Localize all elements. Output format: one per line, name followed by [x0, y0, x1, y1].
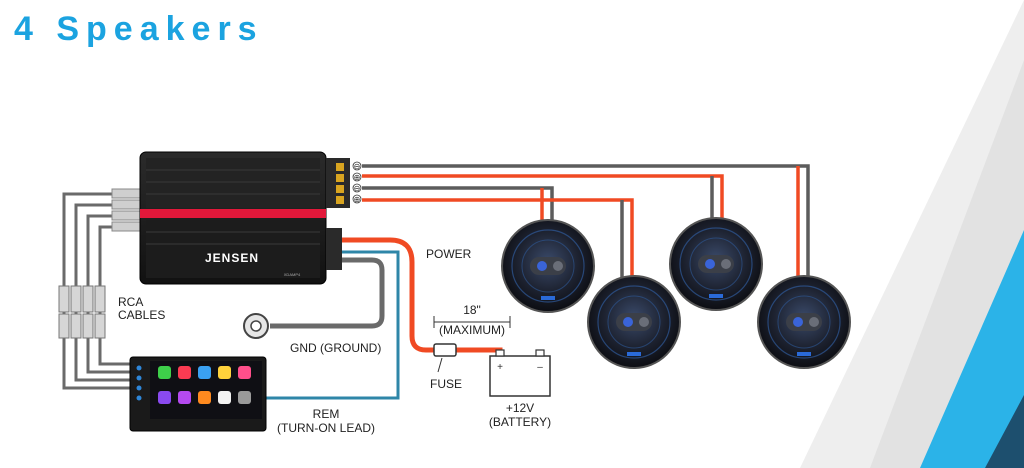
rca-plugs: [111, 188, 143, 232]
head-unit: [129, 356, 267, 432]
power-wire: [340, 237, 503, 362]
gnd-label: GND (GROUND): [290, 341, 381, 355]
corner-dark-band: [985, 395, 1024, 468]
rem-label-line1: REM: [313, 407, 340, 421]
rca-label-line2: CABLES: [118, 308, 165, 322]
speaker-front-right: [669, 217, 763, 311]
ground-wire: [270, 257, 385, 329]
amp-model: XDAMP4: [284, 272, 301, 277]
ground-terminal: [243, 313, 269, 339]
fuse: [433, 343, 457, 373]
speaker-front-left: [501, 219, 595, 313]
page-title: 4 Speakers: [14, 10, 264, 48]
terminal-2: ⊕: [354, 173, 361, 182]
terminal-3: ⊖: [354, 184, 361, 193]
rem-wire: [266, 250, 400, 400]
length-label-line1: 18": [463, 303, 481, 317]
amp-brand: JENSEN: [205, 251, 259, 265]
corner-blue-band: [920, 230, 1024, 468]
speaker-rear-left: [587, 275, 681, 369]
rca-label-line1: RCA: [118, 295, 143, 309]
diagram-labels: POWER RCA CABLES GND (GROUND) 18" (MAXIM…: [118, 247, 551, 435]
battery: + –: [489, 349, 551, 397]
battery-minus: –: [537, 362, 543, 373]
amplifier: JENSEN XDAMP4: [139, 151, 350, 285]
length-label-line2: (MAXIMUM): [439, 323, 505, 337]
terminal-1: ⊖: [354, 162, 361, 171]
rem-label-line2: (TURN-ON LEAD): [277, 421, 375, 435]
speaker-rear-right: [757, 275, 851, 369]
battery-plus: +: [497, 362, 503, 373]
fuse-label: FUSE: [430, 377, 462, 391]
battery-label-line1: +12V: [506, 401, 534, 415]
power-label: POWER: [426, 247, 472, 261]
length-indicator: [433, 316, 511, 328]
speaker-terminal-symbols: ⊖ ⊕ ⊖ ⊕: [352, 161, 362, 204]
rca-connectors: [58, 285, 106, 339]
battery-label-line2: (BATTERY): [489, 415, 551, 429]
speaker-wires: [362, 164, 810, 290]
terminal-4: ⊕: [354, 195, 361, 204]
